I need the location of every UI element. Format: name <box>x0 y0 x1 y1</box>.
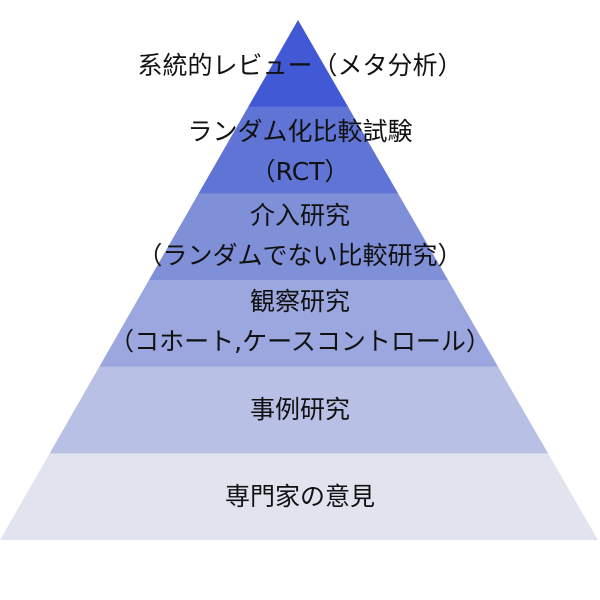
layer-label-rct: ランダム化比較試験 （RCT） <box>0 112 600 192</box>
pyramid-layer-5 <box>0 366 598 454</box>
label-line: ランダム化比較試験 <box>187 117 413 146</box>
label-line: 介入研究 <box>249 201 350 230</box>
label-line: 系統的レビュー（メタ分析） <box>137 51 463 80</box>
label-line: （コホート,ケースコントロール） <box>109 327 491 356</box>
layer-label-intervention-study: 介入研究 （ランダムでない比較研究） <box>0 196 600 276</box>
label-line: 事例研究 <box>249 395 350 424</box>
layer-label-systematic-review: 系統的レビュー（メタ分析） <box>0 46 600 86</box>
layer-label-observational-study: 観察研究 （コホート,ケースコントロール） <box>0 282 600 362</box>
label-line: 専門家の意見 <box>224 482 375 511</box>
layer-label-case-study: 事例研究 <box>0 390 600 430</box>
layer-label-expert-opinion: 専門家の意見 <box>0 477 600 517</box>
label-line: 観察研究 <box>249 287 350 316</box>
pyramid-layer-6 <box>0 453 598 540</box>
label-line: （ランダムでない比較研究） <box>137 241 463 270</box>
label-line: （RCT） <box>250 157 350 186</box>
